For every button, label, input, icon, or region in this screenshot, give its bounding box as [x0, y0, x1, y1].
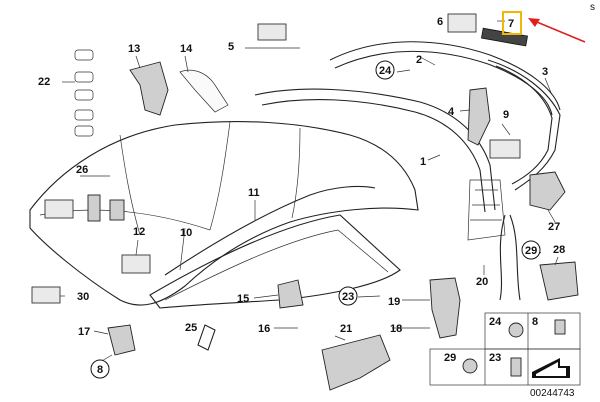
legend-23: 23 — [489, 352, 501, 364]
label-24-circled: 24 — [379, 65, 392, 77]
lock-27 — [529, 171, 566, 211]
front-bow — [329, 41, 561, 116]
label-12: 12 — [133, 226, 145, 238]
label-11: 11 — [248, 187, 260, 199]
legend-24: 24 — [489, 316, 502, 328]
box-5 — [257, 23, 287, 41]
label-10: 10 — [180, 227, 192, 239]
box-30 — [31, 286, 61, 304]
legend-29: 29 — [444, 352, 456, 364]
box-12 — [121, 254, 151, 274]
label-25: 25 — [185, 322, 197, 334]
side-rail — [487, 59, 561, 191]
label-27: 27 — [548, 221, 560, 233]
label-1: 1 — [420, 156, 426, 168]
main-frame — [254, 88, 506, 241]
highlighted-part-strip — [481, 27, 528, 47]
callout-labels: 1 2 3 4 5 6 7 9 10 11 12 13 14 15 16 17 … — [38, 2, 595, 399]
label-21: 21 — [340, 323, 352, 335]
corner-mark: s — [590, 2, 595, 13]
label-18: 18 — [390, 323, 402, 335]
label-30: 30 — [77, 291, 89, 303]
label-28: 28 — [553, 244, 565, 256]
label-6: 6 — [437, 16, 443, 28]
label-15: 15 — [237, 293, 249, 305]
label-7: 7 — [508, 18, 514, 30]
trim-14 — [179, 69, 229, 113]
label-26: 26 — [76, 164, 88, 176]
highlight-box — [502, 11, 522, 35]
bracket-15 — [277, 279, 304, 309]
bracket-21 — [321, 334, 391, 391]
bracket-13 — [129, 61, 169, 116]
label-16: 16 — [258, 323, 270, 335]
plate-28 — [539, 261, 579, 301]
lever-25 — [197, 324, 216, 351]
label-13: 13 — [128, 43, 140, 55]
label-19: 19 — [388, 296, 400, 308]
diagram-id: 00244743 — [530, 388, 575, 399]
red-arrow — [528, 18, 586, 43]
label-22: 22 — [38, 76, 50, 88]
label-4: 4 — [448, 106, 455, 118]
box-9 — [489, 139, 521, 159]
label-17: 17 — [78, 326, 90, 338]
legend-8: 8 — [532, 316, 538, 328]
clips-26 — [87, 194, 125, 222]
tension-cable — [164, 185, 376, 276]
label-3: 3 — [542, 66, 548, 78]
cable-bowden — [499, 214, 521, 301]
label-2: 2 — [416, 54, 422, 66]
bracket-17 — [107, 324, 136, 356]
box-6 — [447, 13, 477, 33]
label-8-circled: 8 — [97, 364, 103, 376]
label-29-circled: 29 — [525, 245, 537, 257]
hardware-legend — [429, 312, 581, 386]
label-14: 14 — [180, 43, 193, 55]
box-26 — [44, 199, 74, 219]
label-5: 5 — [228, 41, 234, 53]
hardware-22 — [74, 49, 94, 137]
leader-lines — [60, 20, 559, 363]
hinge-18 — [429, 277, 461, 339]
label-23-circled: 23 — [342, 291, 354, 303]
mount-4 — [467, 87, 491, 146]
label-20: 20 — [476, 276, 488, 288]
rear-window-frame — [149, 214, 401, 309]
label-9: 9 — [503, 109, 509, 121]
circled-label-marks — [90, 60, 541, 379]
